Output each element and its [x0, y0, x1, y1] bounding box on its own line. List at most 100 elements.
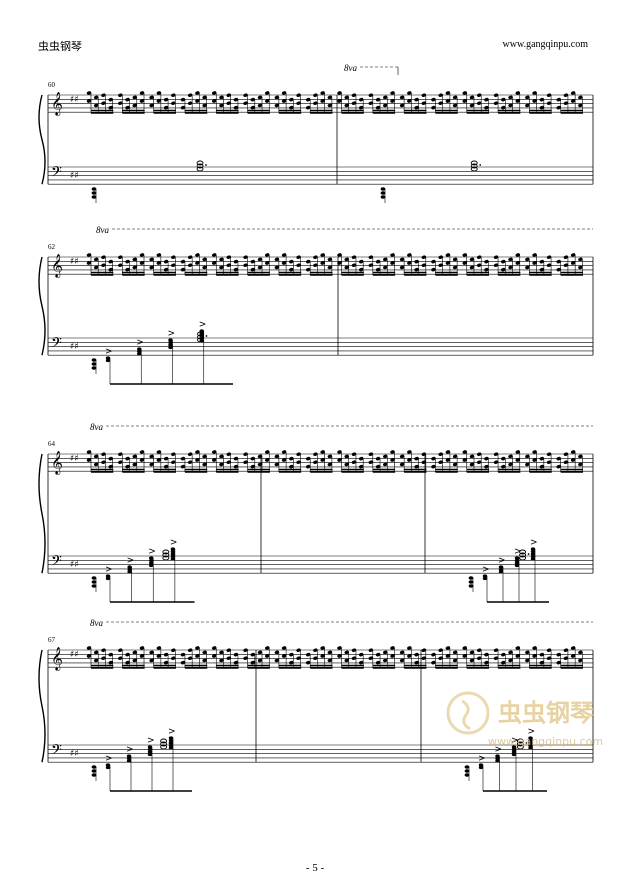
note-group [556, 253, 583, 276]
key-signature-bass: ♯♯ [70, 171, 79, 181]
note-group [556, 646, 583, 669]
header-site-title: 虫虫钢琴 [38, 40, 82, 53]
note-group [337, 450, 364, 473]
note-group [180, 253, 208, 276]
bass-measure: >>>> [91, 320, 233, 385]
note-group [243, 91, 270, 114]
note-group [274, 253, 302, 276]
bass-measure [91, 160, 207, 203]
note-group [399, 646, 427, 669]
note-group [118, 646, 145, 669]
accent-mark-icon: > [126, 745, 134, 755]
note-group [149, 91, 176, 114]
note-group [462, 450, 490, 473]
note-group [399, 91, 427, 114]
note-group [368, 646, 396, 669]
note-group [431, 253, 458, 276]
note-group [118, 253, 145, 276]
note-group [556, 450, 583, 473]
bass-measure [380, 160, 482, 203]
note-group [118, 450, 145, 473]
page-number: - 5 - [305, 862, 325, 874]
bass-measure: > > > > [91, 727, 192, 792]
bass-measure: > > > > [464, 727, 547, 792]
note-group [86, 91, 114, 114]
accent-mark-icon: > [147, 736, 155, 746]
note-group [431, 450, 458, 473]
ottava-mark: 8va [90, 618, 103, 628]
note-group [337, 646, 364, 669]
note-group [462, 91, 490, 114]
note-group [525, 253, 552, 276]
note-group [525, 91, 552, 114]
treble-clef-icon: 𝄞 [51, 253, 63, 278]
ottava-mark: 8va [344, 63, 357, 73]
note-group [493, 253, 521, 276]
note-group [368, 253, 396, 276]
note-group [305, 450, 333, 473]
key-signature-treble: ♯♯ [70, 650, 79, 660]
accent-mark-icon: > [199, 320, 207, 330]
note-group [399, 253, 427, 276]
key-signature-bass: ♯♯ [70, 342, 79, 352]
note-group [493, 91, 521, 114]
note-group [212, 253, 239, 276]
note-group [462, 646, 490, 669]
watermark-logo-icon: 虫虫钢琴 www.gangqinpu.com [446, 691, 603, 748]
measure-number: 67 [48, 636, 56, 644]
note-group [274, 450, 302, 473]
ottava-mark: 8va [90, 422, 103, 432]
bass-clef-icon: 𝄢 [51, 553, 62, 573]
note-group [368, 450, 396, 473]
note-group [305, 91, 333, 114]
note-group [305, 253, 333, 276]
accent-mark-icon: > [168, 727, 176, 737]
accent-mark-icon: > [478, 754, 486, 764]
note-group [431, 91, 458, 114]
header-site-url: www.gangqinpu.com [502, 39, 588, 50]
accent-mark-icon: > [511, 736, 519, 746]
ottava-mark: 8va [96, 225, 109, 235]
note-group [180, 646, 208, 669]
note-group [493, 646, 521, 669]
key-signature-treble: ♯♯ [70, 95, 79, 105]
accent-mark-icon: > [105, 754, 113, 764]
note-group [86, 646, 114, 669]
accent-mark-icon: > [127, 556, 135, 566]
note-group [243, 646, 270, 669]
accent-mark-icon: > [495, 745, 503, 755]
note-group [212, 646, 239, 669]
note-group [243, 450, 270, 473]
note-group [149, 646, 176, 669]
bass-clef-icon: 𝄢 [51, 742, 62, 762]
note-group [118, 91, 145, 114]
bass-measure: > > > > [91, 538, 195, 603]
note-group [243, 253, 270, 276]
note-group [305, 646, 333, 669]
accent-mark-icon: > [528, 727, 536, 737]
measure-number: 60 [48, 81, 56, 89]
accent-mark-icon: > [105, 565, 113, 575]
accent-mark-icon: > [148, 547, 156, 557]
key-signature-treble: ♯♯ [70, 454, 79, 464]
note-group [368, 91, 396, 114]
note-group [149, 450, 176, 473]
bass-clef-icon: 𝄢 [51, 335, 62, 355]
watermark: 虫虫钢琴 www.gangqinpu.com [440, 683, 630, 753]
note-group [556, 91, 583, 114]
bass-clef-icon: 𝄢 [51, 164, 62, 184]
key-signature-treble: ♯♯ [70, 257, 79, 267]
note-group [337, 91, 364, 114]
treble-clef-icon: 𝄞 [51, 450, 63, 475]
note-group [180, 91, 208, 114]
note-group [86, 450, 114, 473]
accent-mark-icon: > [170, 538, 178, 548]
note-group [399, 450, 427, 473]
note-group [274, 646, 302, 669]
accent-mark-icon: > [498, 556, 506, 566]
